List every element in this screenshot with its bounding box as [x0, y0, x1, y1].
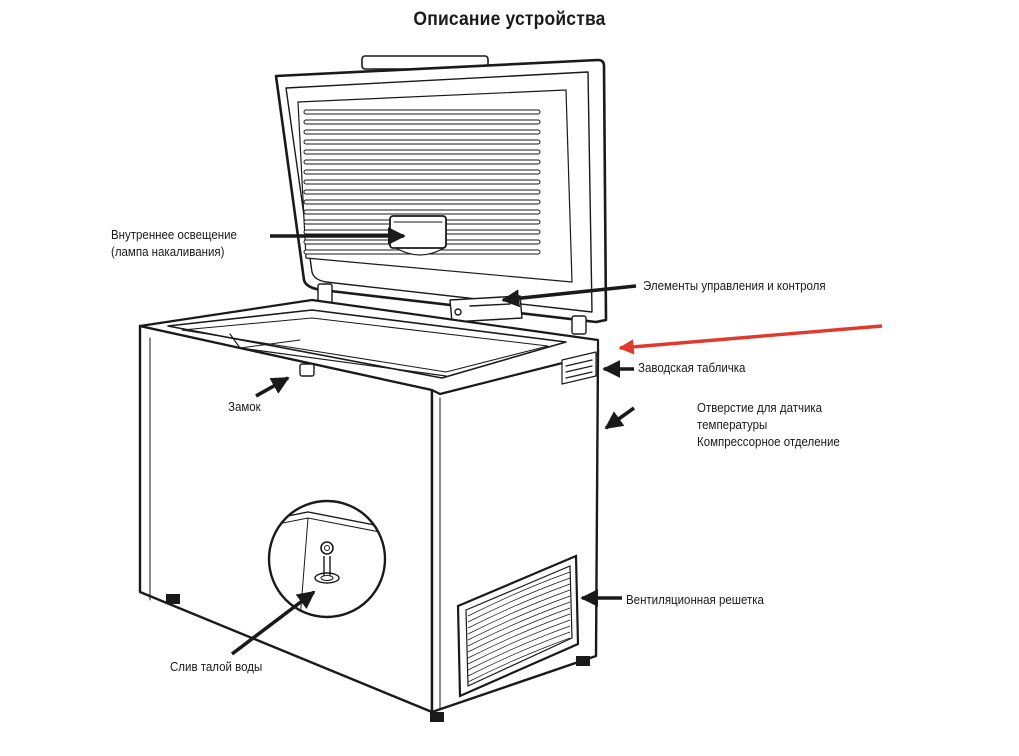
cabinet-opening — [167, 309, 567, 379]
drain-plug — [314, 541, 340, 584]
label-interior-light: Внутреннее освещение (лампа накаливания) — [111, 227, 237, 261]
label-drain: Слив талой воды — [170, 660, 263, 674]
lid — [274, 55, 608, 335]
arrow-drain — [230, 590, 316, 656]
arrow-sensor — [604, 406, 636, 430]
label-sensor-line3: Компрессорное отделение — [697, 435, 840, 449]
drain-inset — [267, 499, 387, 619]
label-interior-light-line1: Внутреннее освещение — [111, 228, 237, 242]
nameplate — [561, 351, 597, 385]
hinges — [317, 283, 587, 335]
lid-ribs — [303, 109, 541, 255]
arrow-controls — [501, 284, 637, 308]
label-sensor-line1: Отверстие для датчика — [697, 401, 823, 415]
label-sensor: Отверстие для датчика температуры Компре… — [697, 400, 840, 451]
ventilation-grille — [456, 554, 580, 698]
label-sensor-line2: температуры — [697, 418, 768, 432]
leader-arrows — [230, 227, 637, 656]
diagram-title: Описание устройства — [413, 9, 606, 30]
label-ventilation-grille: Вентиляционная решетка — [626, 593, 764, 607]
label-interior-light-line2: (лампа накаливания) — [111, 245, 225, 259]
arrow-lock — [255, 376, 290, 398]
lock — [299, 363, 315, 377]
highlight-arrow — [618, 324, 883, 355]
label-controls: Элементы управления и контроля — [643, 279, 826, 293]
label-nameplate: Заводская табличка — [638, 361, 746, 375]
label-lock: Замок — [228, 400, 261, 414]
